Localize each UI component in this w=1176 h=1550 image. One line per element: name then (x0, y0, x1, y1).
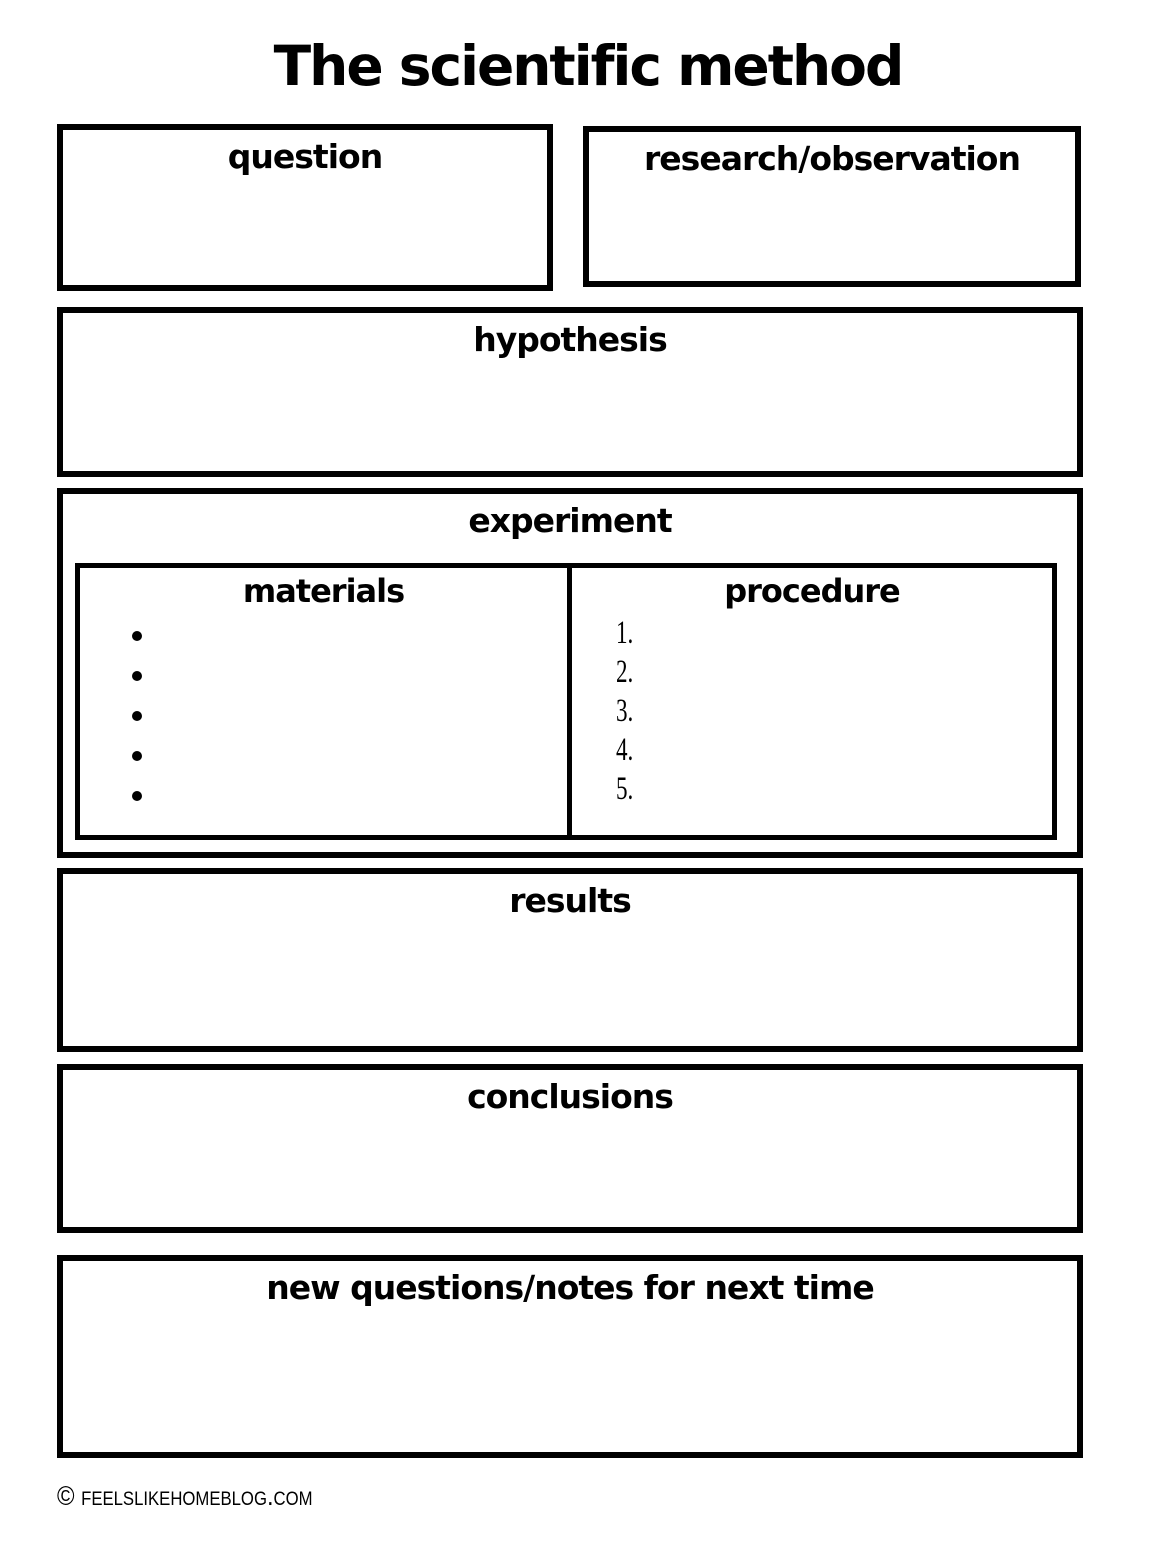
conclusions-box: conclusions (57, 1064, 1083, 1233)
procedure-step-item: 5. (616, 771, 634, 807)
materials-bullet-item (80, 656, 567, 696)
procedure-list: 1. 2. 3. 4. 5. (572, 614, 1052, 809)
procedure-step-item: 4. (616, 732, 634, 768)
procedure-step-item: 3. (616, 693, 634, 729)
conclusions-label: conclusions (467, 1077, 674, 1116)
materials-column: materials (80, 568, 567, 835)
materials-bullet-item (80, 736, 567, 776)
materials-bullet-item (80, 776, 567, 816)
page-title: The scientific method (273, 34, 905, 98)
materials-list (80, 616, 567, 816)
new-questions-box: new questions/notes for next time (57, 1255, 1083, 1458)
hypothesis-label: hypothesis (473, 320, 668, 359)
experiment-label: experiment (468, 501, 672, 540)
new-questions-label: new questions/notes for next time (266, 1268, 874, 1307)
hypothesis-box: hypothesis (57, 307, 1083, 477)
materials-bullet-item (80, 616, 567, 656)
research-observation-box: research/observation (583, 126, 1081, 287)
question-label: question (227, 137, 383, 176)
question-box: question (57, 124, 553, 291)
procedure-step-item: 2. (616, 654, 634, 690)
research-observation-label: research/observation (644, 139, 1021, 178)
procedure-column: procedure 1. 2. 3. 4. 5. (572, 568, 1052, 835)
procedure-step-item: 1. (616, 615, 634, 651)
footer-copyright: © feelslikehomeblog.com (57, 1481, 313, 1511)
materials-procedure-divider (567, 568, 572, 835)
experiment-inner-table: materials procedure 1. 2. 3. 4. 5. (75, 563, 1057, 840)
results-label: results (509, 881, 632, 920)
materials-bullet-item (80, 696, 567, 736)
procedure-label: procedure (724, 572, 901, 610)
experiment-box: experiment materials procedure 1. 2. (57, 488, 1083, 858)
materials-label: materials (242, 572, 405, 610)
results-box: results (57, 868, 1083, 1052)
